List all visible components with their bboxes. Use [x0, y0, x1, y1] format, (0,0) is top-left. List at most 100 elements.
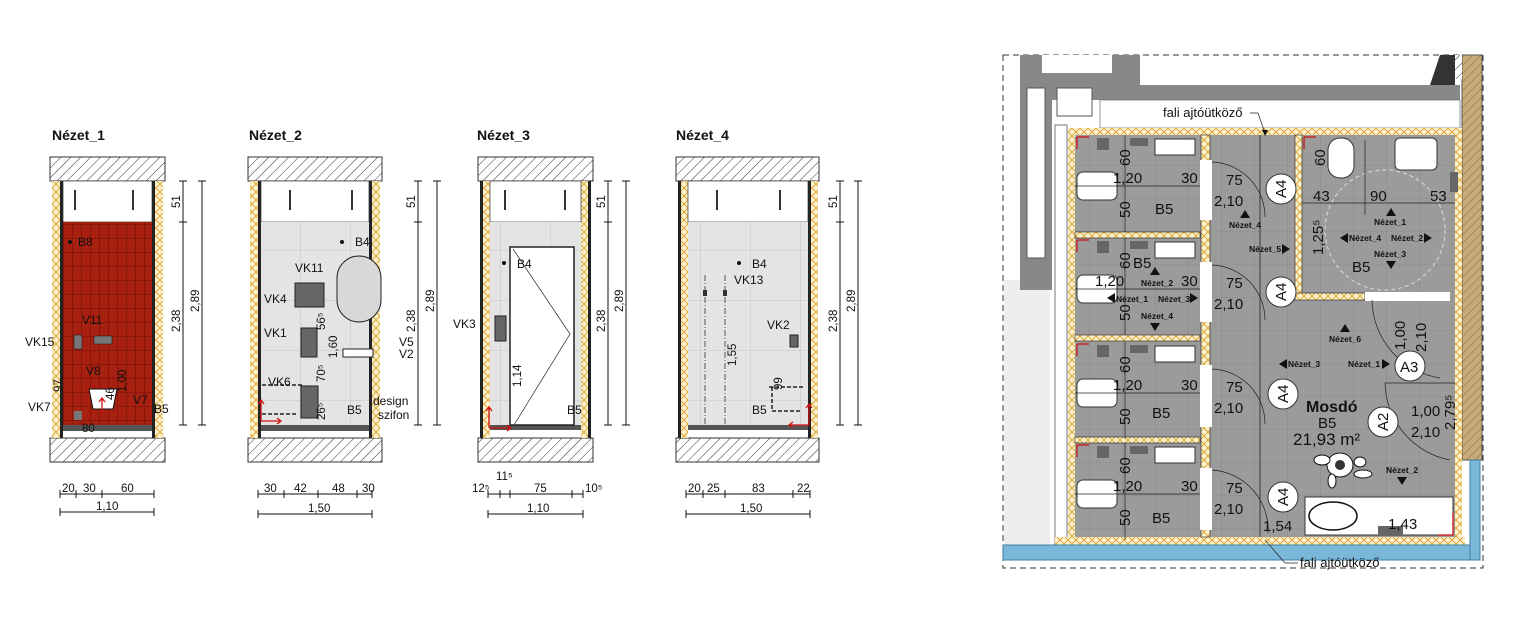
dim-50: 50	[1117, 509, 1134, 526]
door-tag-label: A2	[1375, 413, 1392, 431]
red-marker-icon	[257, 398, 283, 425]
dim-75: 75	[1226, 172, 1243, 189]
tag-b4: B4	[517, 257, 532, 271]
room-code: B5	[1152, 510, 1170, 527]
dim-160: 1,60	[328, 336, 340, 358]
view-marker-label: Nézet_2	[1391, 233, 1423, 243]
tag-vk3: VK3	[453, 317, 476, 331]
dim-90: 90	[1370, 188, 1387, 205]
tag-vk15: VK15	[25, 335, 55, 349]
dim-width: 22	[797, 483, 810, 495]
dim-width: 75	[534, 483, 547, 495]
view-title: Nézet_4	[676, 127, 729, 143]
dim-97: 97	[53, 379, 65, 392]
tag-v5: V5	[399, 335, 414, 349]
dim-width: 25	[707, 483, 720, 495]
dim-door-height: 2,10	[1411, 424, 1440, 441]
washbasin	[1154, 138, 1196, 156]
view-title: Nézet_2	[249, 127, 302, 143]
dim-height-289: 2,89	[425, 290, 437, 312]
dim-210: 2,10	[1214, 296, 1243, 313]
tag-vk7: VK7	[28, 400, 51, 414]
toilet	[1327, 137, 1355, 179]
view-marker-label: Nézet_2	[1386, 465, 1418, 475]
red-marker-icon	[1438, 513, 1454, 536]
dim-1255: 1,25⁵	[1310, 220, 1327, 255]
door-tag-label: A4	[1275, 488, 1292, 506]
dim-60: 60	[1117, 149, 1134, 166]
dim-width: 12⁵	[472, 483, 490, 495]
view-marker-label: Nézet_3	[1374, 249, 1406, 259]
tag-b5: B5	[154, 402, 169, 416]
view-marker-icon	[1240, 210, 1250, 218]
dim-height-51: 51	[406, 195, 418, 208]
view-marker-label: Nézet_4	[1349, 233, 1381, 243]
dim-114: 1,14	[512, 364, 524, 387]
red-marker-icon	[1076, 444, 1089, 457]
vk2-box	[789, 334, 799, 348]
dim-100: 1,00	[117, 370, 129, 392]
dim-46: 46	[105, 387, 117, 400]
vk4-box	[294, 282, 325, 308]
view-marker-label: Nézet_6	[1329, 334, 1361, 344]
dim-width: 30	[83, 483, 96, 495]
vk7-box	[74, 411, 82, 420]
insulation-right	[155, 181, 163, 438]
vk15-box	[73, 334, 83, 350]
dim-705: 70⁵	[316, 364, 328, 382]
dim-120: 1,20	[1113, 478, 1142, 495]
door-stop-label-bottom: fali ajtóütköző	[1300, 555, 1380, 570]
dim-width: 30	[264, 483, 277, 495]
dim-height-51: 51	[596, 195, 608, 208]
door-tag-label: A4	[1273, 180, 1290, 198]
dim-53: 53	[1430, 188, 1447, 205]
dim-50: 50	[1117, 408, 1134, 425]
floor-slab	[49, 437, 166, 463]
view-marker-label: Nézet_3	[1288, 359, 1320, 369]
room-name: Mosdó	[1306, 399, 1358, 416]
wall-right	[152, 181, 155, 438]
dim-width: 10⁵	[585, 483, 603, 495]
dim-143: 1,43	[1388, 516, 1417, 533]
exterior-wall	[1461, 54, 1483, 461]
door-tag	[1367, 406, 1399, 438]
dim-total-width: 1,50	[308, 503, 330, 515]
ceiling-slab	[49, 156, 166, 182]
red-marker-icon	[1076, 136, 1089, 149]
dim-total-width: 1,10	[96, 501, 118, 513]
v11-box	[93, 335, 113, 345]
tag-b8: B8	[78, 235, 93, 249]
tag-vk2: VK2	[767, 318, 790, 332]
dim-width: 11⁵	[496, 471, 513, 483]
door-tag	[1265, 173, 1297, 205]
red-marker-icon	[98, 396, 106, 413]
red-marker-icon	[485, 405, 513, 432]
view-marker-label: Nézet_1	[1116, 294, 1148, 304]
dim-door-height: 2,10	[1413, 323, 1430, 352]
dim-height-238: 2,38	[406, 310, 418, 332]
door-swing	[1384, 382, 1451, 461]
dim-60: 60	[1312, 149, 1329, 166]
vk6-box	[300, 385, 319, 419]
dim-120: 1,20	[1113, 170, 1142, 187]
water-channel	[1002, 544, 1481, 561]
turning-circle	[1324, 169, 1446, 291]
dim-210: 2,10	[1214, 400, 1243, 417]
dim-door-width: 1,00	[1411, 403, 1440, 420]
door-tag	[1394, 350, 1426, 382]
view-marker-label: Nézet_3	[1158, 294, 1190, 304]
leader-line	[1250, 112, 1266, 134]
elevation-nezet-2: Nézet_2 B4 VK11 VK4 VK1 VK6 V5 V2 B5 des…	[247, 127, 441, 518]
ceiling-void	[62, 180, 153, 223]
tag-vk4: VK4	[264, 292, 287, 306]
main-washroom: Nézet_6 Nézet_3 Nézet_1 A3 1,00 2,10 Mos…	[1263, 299, 1459, 536]
view-marker-label: Nézet_1	[1348, 359, 1380, 369]
dim-width: 48	[332, 483, 345, 495]
dim-height-51: 51	[828, 195, 840, 208]
dim-75: 75	[1226, 379, 1243, 396]
dim-565: 56⁵	[316, 312, 328, 330]
dim-height-238: 2,38	[171, 310, 183, 332]
door-swing	[1371, 299, 1441, 379]
door-swing	[1211, 161, 1266, 218]
tag-b5: B5	[752, 403, 767, 417]
